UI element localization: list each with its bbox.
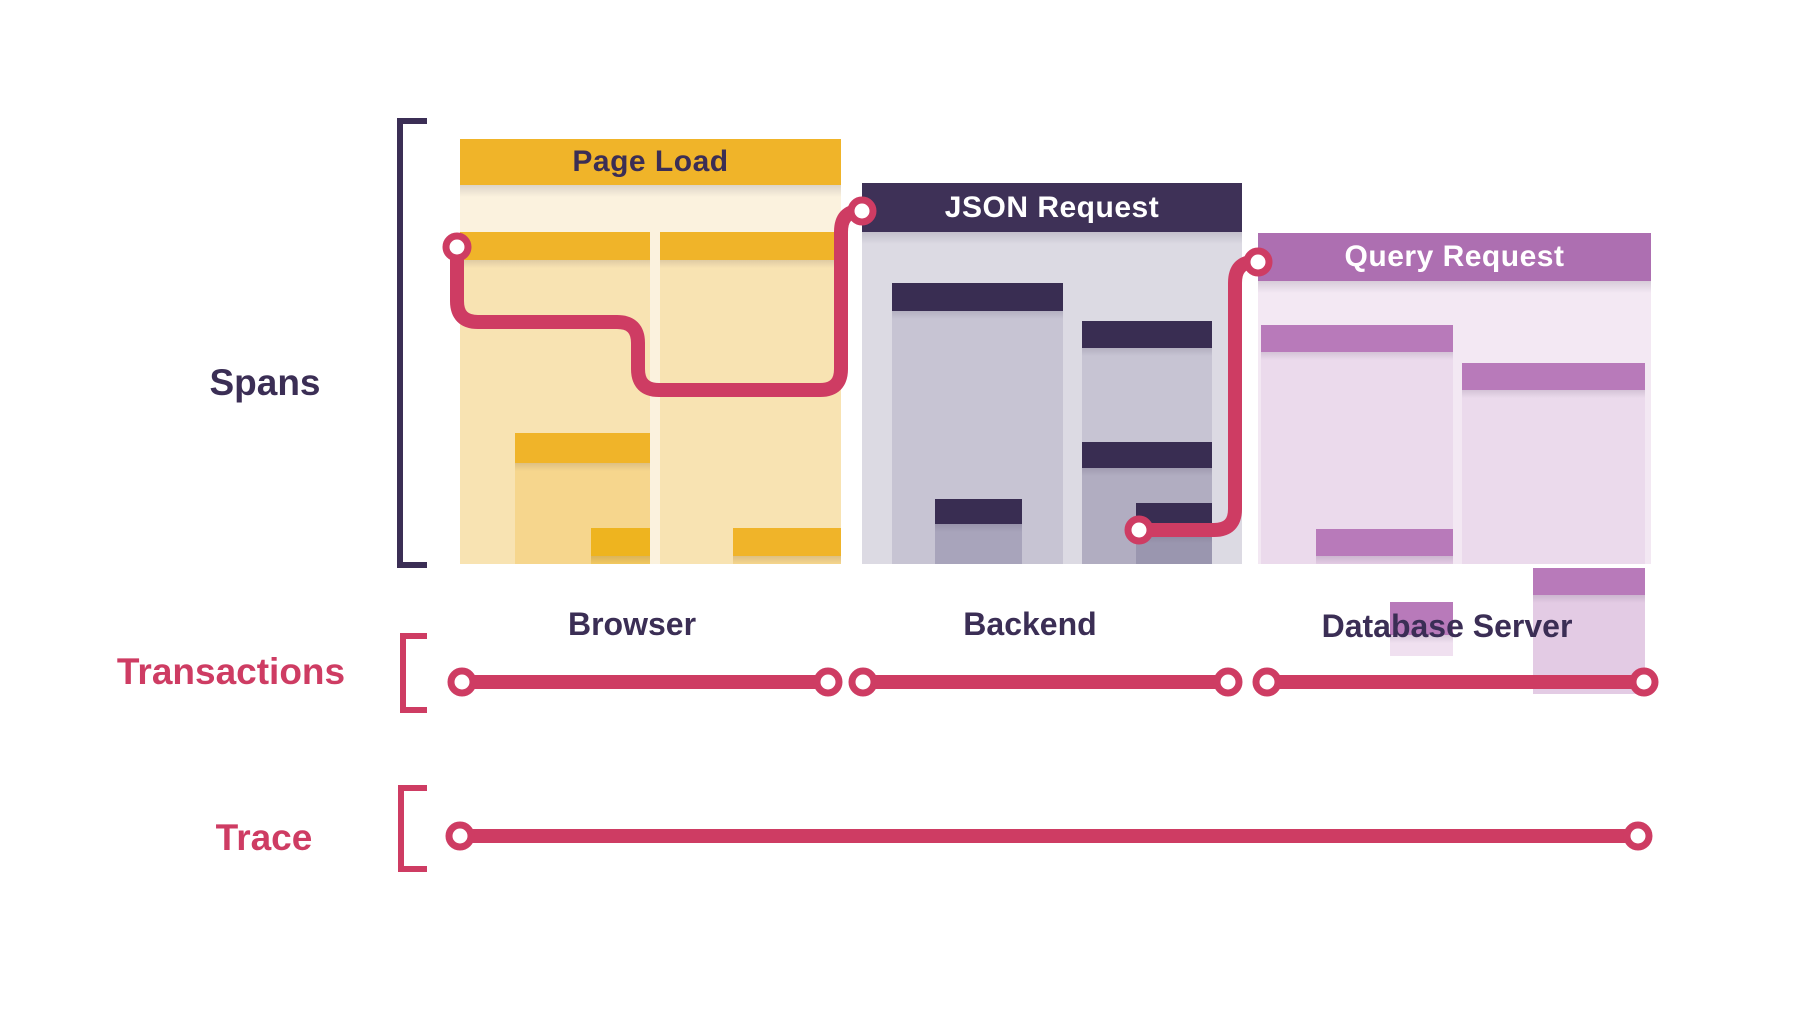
- query-request-header: Query Request: [1258, 233, 1651, 293]
- span-block: [1533, 568, 1645, 694]
- span-bar: [460, 232, 650, 268]
- json-request-header: JSON Request: [862, 183, 1242, 244]
- query-request-panel: Query Request: [1258, 233, 1651, 694]
- span-bar: [591, 528, 650, 564]
- span-block: [1462, 363, 1645, 694]
- browser-column-label: Browser: [567, 606, 697, 642]
- node-icon: [813, 667, 843, 697]
- span-block: [1082, 321, 1212, 564]
- node-icon: [1252, 667, 1282, 697]
- span-bar: [1136, 503, 1212, 543]
- span-bar: [733, 528, 841, 564]
- database-server-column-label: Database Server: [1321, 608, 1573, 644]
- span-bar: [1082, 321, 1212, 356]
- span-bar: [935, 499, 1022, 532]
- span-bar: [1533, 568, 1645, 603]
- span-block: [1316, 529, 1453, 564]
- span-block: [515, 433, 650, 564]
- json-request-panel: JSON Request: [862, 183, 1242, 564]
- span-bar: [892, 283, 1063, 319]
- node-icon: [445, 821, 475, 851]
- span-bar: [515, 433, 650, 471]
- span-bar: [1082, 442, 1212, 476]
- node-icon: [447, 667, 477, 697]
- span-block: [591, 528, 650, 564]
- span-block: [1390, 602, 1453, 656]
- node-icon: [1213, 667, 1243, 697]
- page-load-panel: Page Load: [460, 139, 841, 564]
- transactions-row-label: Transactions: [116, 651, 346, 692]
- trace-row-label: Trace: [215, 817, 313, 858]
- spans-row-label: Spans: [209, 362, 321, 403]
- spans-bracket: [397, 118, 427, 568]
- span-bar: [1462, 363, 1645, 398]
- span-bar: [1390, 602, 1453, 643]
- transactions-bracket: [400, 633, 427, 713]
- span-block: [1082, 442, 1212, 564]
- span-block: [733, 528, 841, 564]
- node-icon: [848, 667, 878, 697]
- span-block: [660, 232, 841, 564]
- span-bar: [1261, 325, 1453, 360]
- trace-bracket: [398, 785, 427, 872]
- span-block: [935, 499, 1022, 564]
- span-bar: [660, 232, 841, 268]
- span-block: [892, 283, 1063, 564]
- backend-column-label: Backend: [963, 606, 1097, 642]
- page-load-header: Page Load: [460, 139, 841, 197]
- node-icon: [1623, 821, 1653, 851]
- span-block: [1136, 503, 1212, 564]
- span-block: [1261, 325, 1453, 656]
- span-bar: [1316, 529, 1453, 564]
- span-block: [460, 232, 650, 564]
